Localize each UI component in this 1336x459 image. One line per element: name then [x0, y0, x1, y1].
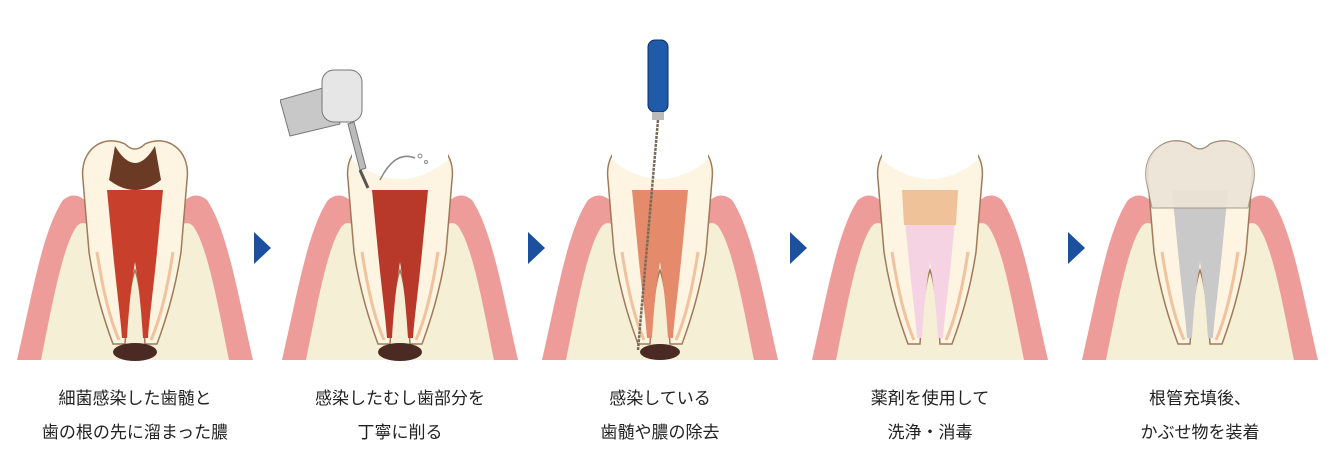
caption-line: 感染したむし歯部分を	[315, 389, 485, 409]
caption-line: 感染している	[609, 389, 711, 409]
cleaning-tooth-illustration	[812, 140, 1048, 360]
cavity-decay	[109, 146, 161, 190]
caption-line: 歯の根の先に溜まった膿	[41, 423, 229, 443]
infected-tooth-illustration	[17, 140, 253, 361]
next-arrow-icon	[790, 232, 807, 264]
dental-drill-icon	[280, 69, 370, 189]
step-2-panel: 感染したむし歯部分を 丁寧に削る	[280, 30, 520, 459]
pus-abscess	[113, 343, 157, 361]
step-4-caption: 薬剤を使用して 洗浄・消毒	[790, 382, 1070, 450]
pulp-removal-illustration	[542, 39, 778, 360]
caption-line: 洗浄・消毒	[887, 423, 973, 443]
next-arrow-icon	[254, 232, 271, 264]
step-4-panel: 薬剤を使用して 洗浄・消毒	[810, 30, 1050, 459]
next-arrow-icon	[528, 232, 545, 264]
step-1-caption: 細菌感染した歯髄と 歯の根の先に溜まった膿	[0, 382, 275, 450]
step-3-caption: 感染している 歯髄や膿の除去	[520, 382, 800, 450]
removed-decay-area	[352, 140, 448, 179]
caption-line: かぶせ物を装着	[1140, 423, 1260, 443]
step-2-caption: 感染したむし歯部分を 丁寧に削る	[260, 382, 540, 450]
step-5-panel: 根管充填後、 かぶせ物を装着	[1080, 30, 1320, 459]
step-3-panel: 感染している 歯髄や膿の除去	[540, 30, 780, 459]
caption-line: 細菌感染した歯髄と	[58, 389, 212, 409]
step-1-panel: 細菌感染した歯髄と 歯の根の先に溜まった膿	[15, 30, 255, 459]
caption-line: 歯髄や膿の除去	[600, 423, 720, 443]
step-5-caption: 根管充填後、 かぶせ物を装着	[1060, 382, 1336, 450]
drilling-tooth-illustration	[280, 69, 518, 361]
caption-line: 丁寧に削る	[357, 423, 443, 443]
caption-line: 薬剤を使用して	[870, 389, 990, 409]
crown-cap	[1145, 140, 1255, 209]
caption-line: 根管充填後、	[1149, 389, 1251, 409]
crowned-tooth-illustration	[1082, 140, 1318, 360]
next-arrow-icon	[1068, 232, 1085, 264]
root-canal-file-icon	[636, 39, 669, 351]
